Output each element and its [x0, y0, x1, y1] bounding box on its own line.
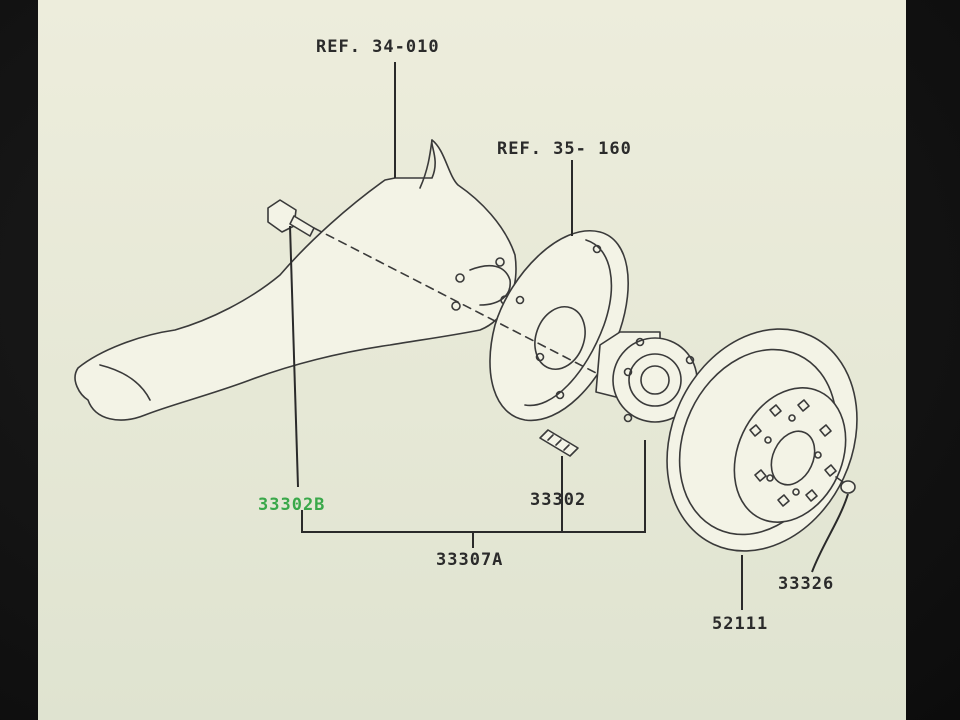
stud-part-number: 33302: [530, 490, 586, 510]
brake-disc-part-number: 52111: [712, 614, 768, 634]
ref-knuckle-label: REF. 34-010: [316, 37, 440, 57]
hub-bearing-drawing: [595, 331, 698, 423]
bolt-drawing: [267, 199, 315, 237]
brake-disc-drawing: [666, 328, 858, 552]
leader-lines: [289, 62, 849, 610]
assembly-axis-line: [313, 227, 601, 376]
bolt-part-number: 33302B: [258, 495, 325, 515]
ref-backing-plate-label: REF. 35- 160: [497, 139, 632, 159]
hub-assembly-part-number: 33307A: [436, 550, 503, 570]
screw-drawing: [835, 476, 856, 494]
screw-part-number: 33326: [778, 574, 834, 594]
hub-stud-drawing: [539, 429, 579, 457]
backing-plate-drawing: [489, 229, 629, 422]
